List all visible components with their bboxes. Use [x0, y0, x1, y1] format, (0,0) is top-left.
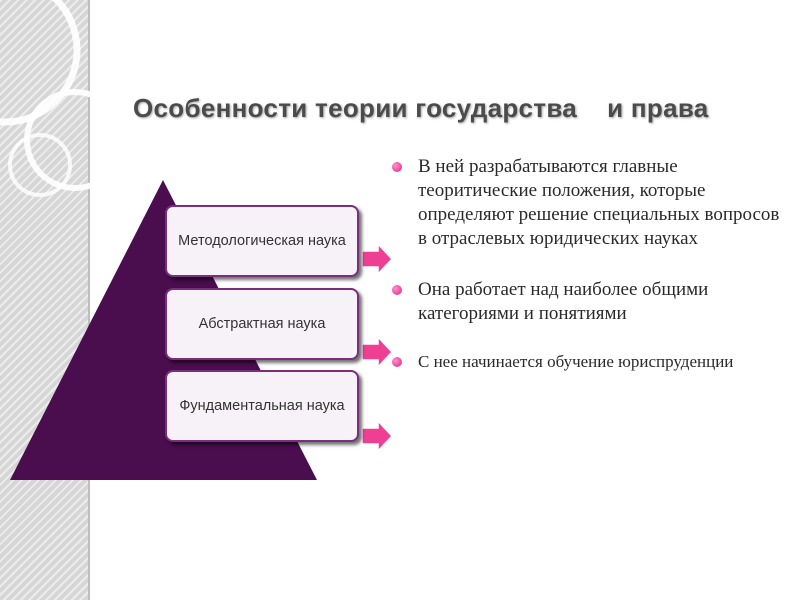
pyramid-level-fundamental: Фундаментальная наука	[165, 370, 359, 442]
arrow-icon	[361, 242, 394, 276]
bullet-item: С нее начинается обучение юриспруденции	[392, 351, 792, 373]
bullet-dot-icon	[392, 357, 402, 367]
bullet-list: В ней разрабатываются главные теоритичес…	[392, 155, 792, 373]
slide-title: Особенности теории государства и права	[133, 93, 709, 123]
arrow-icon	[361, 335, 394, 369]
bullet-text: С нее начинается обучение юриспруденции	[418, 352, 734, 371]
bullet-text: В ней разрабатываются главные теоритичес…	[418, 156, 780, 249]
bullet-dot-icon	[392, 285, 402, 295]
bullet-item: В ней разрабатываются главные теоритичес…	[392, 155, 792, 251]
pyramid-level-abstract: Абстрактная наука	[165, 288, 359, 360]
pyramid-level-methodological: Методологическая наука	[165, 205, 359, 277]
bullet-text: Она работает над наиболее общими категор…	[418, 279, 709, 324]
side-divider-line	[88, 0, 90, 600]
decorative-rings	[0, 0, 120, 197]
bullet-dot-icon	[392, 162, 402, 172]
arrow-icon	[361, 419, 394, 453]
bullet-item: Она работает над наиболее общими категор…	[392, 278, 792, 326]
